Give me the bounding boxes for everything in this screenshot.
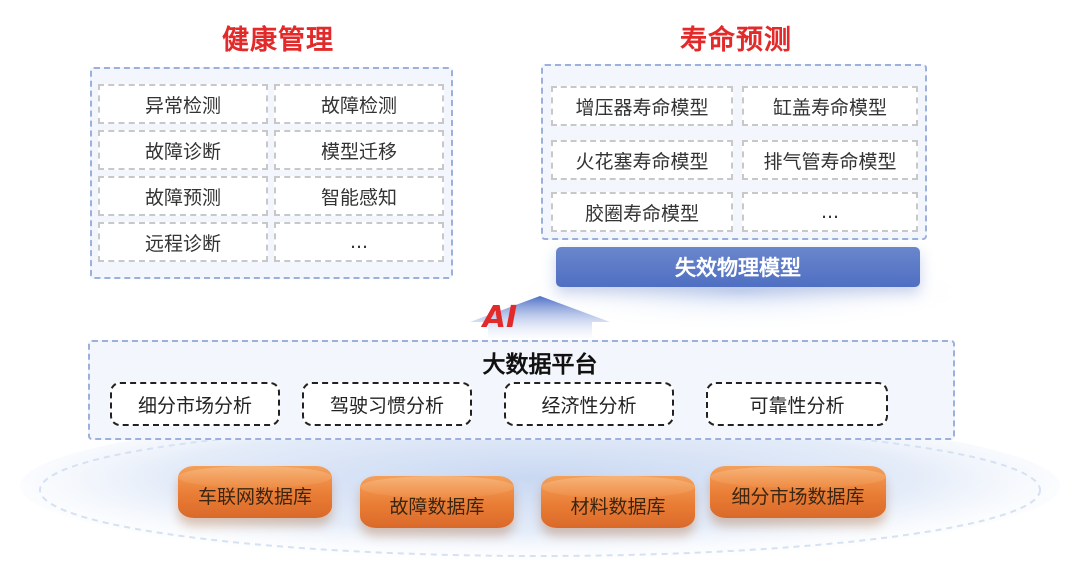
life-item-rubber-ring: 胶圈寿命模型 <box>551 192 733 232</box>
life-item-turbocharger: 增压器寿命模型 <box>551 86 733 126</box>
health-item-smart-sensing: 智能感知 <box>274 176 444 216</box>
life-title: 寿命预测 <box>680 25 792 56</box>
life-item-spark-plug: 火花塞寿命模型 <box>551 140 733 180</box>
platform-disk <box>20 412 1060 560</box>
ai-label: AI <box>482 300 518 335</box>
analysis-segment-market: 细分市场分析 <box>110 382 280 426</box>
database-material-label: 材料数据库 <box>570 495 666 518</box>
database-telematics-label: 车联网数据库 <box>197 485 312 508</box>
platform-title: 大数据平台 <box>482 352 598 378</box>
ai-arrow <box>470 296 610 338</box>
health-title: 健康管理 <box>222 25 334 56</box>
health-item-more: ... <box>274 222 444 262</box>
health-item-fault-diagnosis: 故障诊断 <box>98 130 268 170</box>
health-item-remote-diagnosis: 远程诊断 <box>98 222 268 262</box>
life-item-more: ... <box>742 192 918 232</box>
health-item-fault-detection: 故障检测 <box>274 84 444 124</box>
analysis-reliability: 可靠性分析 <box>706 382 888 426</box>
database-segment-market: 细分市场数据库 <box>710 466 886 518</box>
database-telematics: 车联网数据库 <box>178 466 332 518</box>
health-item-anomaly-detection: 异常检测 <box>98 84 268 124</box>
database-material: 材料数据库 <box>541 476 695 528</box>
database-segment-market-label: 细分市场数据库 <box>731 485 865 508</box>
life-item-exhaust-pipe: 排气管寿命模型 <box>742 140 918 180</box>
analysis-economy: 经济性分析 <box>504 382 674 426</box>
analysis-driving-habits: 驾驶习惯分析 <box>302 382 472 426</box>
database-fault-label: 故障数据库 <box>389 495 485 518</box>
health-item-model-transfer: 模型迁移 <box>274 130 444 170</box>
life-item-cylinder-head: 缸盖寿命模型 <box>742 86 918 126</box>
platform-disk-rim <box>39 423 1041 557</box>
physics-model-bar: 失效物理模型 <box>556 247 920 287</box>
health-item-fault-prediction: 故障预测 <box>98 176 268 216</box>
database-fault: 故障数据库 <box>360 476 514 528</box>
